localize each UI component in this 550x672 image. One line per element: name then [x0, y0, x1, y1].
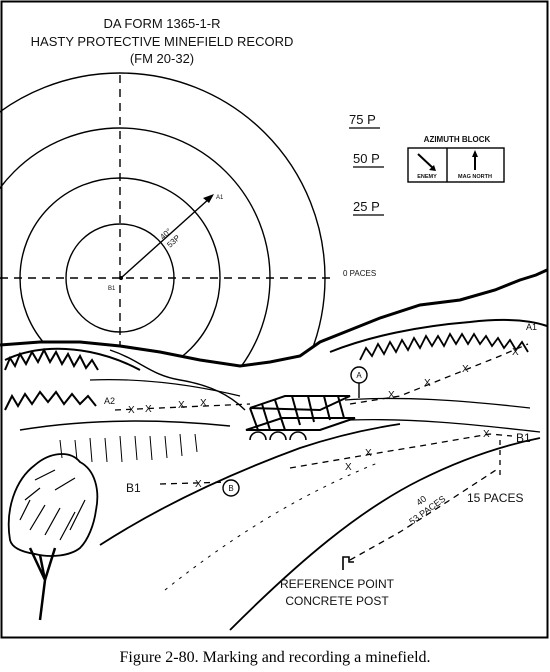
- mine-x-icon: X: [512, 347, 519, 358]
- leg-distance-label: 53 PACES: [407, 494, 447, 527]
- polar-target-label: A1: [216, 195, 224, 201]
- right-treeline: [359, 332, 529, 361]
- tree-trunk: [28, 547, 57, 621]
- origin-dot: [119, 276, 123, 280]
- leg-bearing-label: 40: [414, 494, 428, 508]
- mine-x-icon: X: [483, 429, 490, 440]
- form-subtitle: HASTY PROTECTIVE MINEFIELD RECORD: [31, 34, 294, 49]
- range-rings: [0, 72, 336, 366]
- concrete-post-label: CONCRETE POST: [285, 594, 389, 608]
- road-edge-right: [229, 437, 541, 631]
- enemy-direction-icon: [417, 153, 435, 170]
- polar-arrow-line: [120, 197, 211, 279]
- polar-origin-label: B1: [108, 286, 116, 292]
- bridge-truss-web: [249, 395, 345, 431]
- mine-x-icon: X: [462, 364, 469, 375]
- fifteen-paces-label: 15 PACES: [467, 491, 523, 505]
- bridge-arches: [249, 431, 307, 441]
- bridge-deck: [245, 417, 356, 431]
- right-slope-2: [349, 418, 541, 433]
- azimuth-box: [407, 147, 505, 183]
- mine-x-icon: X: [128, 405, 135, 416]
- valley-slope-mid: [89, 379, 241, 397]
- river: [109, 349, 246, 411]
- form-reference: (FM 20-32): [130, 51, 194, 66]
- polar-plot: B1 A1 40° 53P: [108, 194, 224, 292]
- field-labels: A1 A2 B1 B1 A B 15 PACES 40 53 PACES REF…: [104, 322, 537, 608]
- minefield-boundary-lower: [159, 433, 513, 485]
- reference-leg-line: [349, 469, 497, 561]
- reference-point-label: REFERENCE POINT: [280, 577, 395, 591]
- azimuth-enemy-label: ENEMY: [417, 174, 437, 180]
- marker-b-circle: [222, 479, 240, 497]
- point-a2-label: A2: [104, 396, 115, 406]
- mine-x-icon: X: [424, 378, 431, 389]
- landscape-sketch: [4, 318, 548, 631]
- azimuth-block: AZIMUTH BLOCK ENEMY MAG NORTH: [407, 135, 505, 183]
- mine-x-icon: X: [345, 462, 352, 473]
- enemy-arrowhead-icon: [429, 165, 436, 171]
- marker-b-label: B: [228, 484, 233, 493]
- minefield-marks: X X X X X X X X X X X X: [114, 343, 529, 561]
- right-hill-ridge: [329, 318, 548, 353]
- point-b1-right-label: B1: [516, 431, 531, 445]
- bridge-truss-top: [249, 395, 351, 412]
- mine-x-icon: X: [195, 479, 202, 490]
- figure-frame: [0, 0, 549, 639]
- mine-x-icon: X: [388, 390, 395, 401]
- point-b1-left-label: B1: [126, 481, 141, 495]
- tree-canopy: [7, 453, 99, 557]
- left-treeline: [4, 347, 99, 371]
- horizon-line: [0, 268, 548, 368]
- scale-25-paces: 25 P: [353, 199, 380, 214]
- truss-bridge: [245, 395, 356, 441]
- north-arrowhead-icon: [472, 150, 478, 157]
- form-header: DA FORM 1365-1-R HASTY PROTECTIVE MINEFI…: [31, 16, 294, 66]
- left-hill-ridge: [4, 347, 141, 371]
- marker-a-label: A: [356, 371, 362, 380]
- scale-50-paces: 50 P: [353, 151, 380, 166]
- road-edge-left: [99, 423, 401, 546]
- left-treeline-2: [4, 390, 97, 411]
- minefield-boundary-upper: [114, 343, 529, 411]
- scale-zero-paces: 0 PACES: [343, 269, 376, 278]
- concrete-post-icon: [342, 556, 354, 570]
- cliff-hatch: [59, 433, 198, 463]
- foreground-tree: [7, 453, 99, 621]
- tree-foliage-hatch: [19, 469, 86, 541]
- arrowhead-icon: [203, 194, 214, 203]
- mine-x-icon: X: [178, 400, 185, 411]
- azimuth-title: AZIMUTH BLOCK: [424, 135, 491, 144]
- right-slope: [344, 397, 531, 409]
- mine-x-icon: X: [365, 448, 372, 459]
- pace-scale: 75 P 50 P 25 P 0 PACES: [343, 112, 384, 278]
- azimuth-mag-north-label: MAG NORTH: [458, 174, 492, 180]
- mine-x-icon: X: [145, 404, 152, 415]
- valley-slope-left: [19, 420, 231, 431]
- mine-x-icon: X: [200, 398, 207, 409]
- figure-caption: Figure 2-80. Marking and recording a min…: [119, 649, 430, 666]
- scale-75-paces: 75 P: [349, 112, 376, 127]
- form-title: DA FORM 1365-1-R: [103, 16, 220, 31]
- point-a1-label: A1: [526, 322, 537, 332]
